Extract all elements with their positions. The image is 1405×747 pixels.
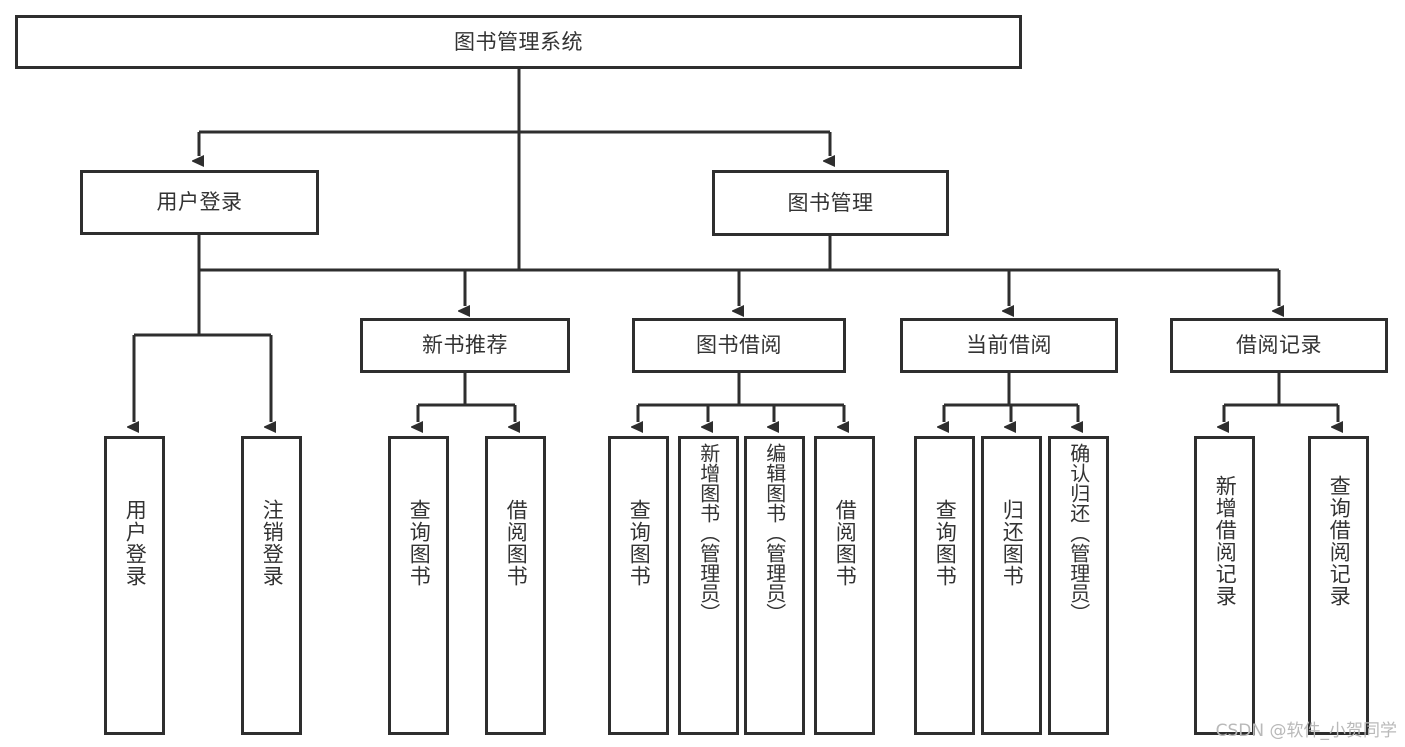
leaf-book-borrow-edit[interactable]: 编辑图书（管理员） — [744, 436, 805, 735]
leaf-user-login-logout-label: 注销登录 — [260, 499, 285, 587]
leaf-borrow-record-add[interactable]: 新增借阅记录 — [1194, 436, 1255, 735]
node-borrow-record-label: 借阅记录 — [1236, 333, 1322, 358]
leaf-user-login-login[interactable]: 用户登录 — [104, 436, 165, 735]
node-root-label: 图书管理系统 — [454, 29, 583, 54]
node-current-borrow[interactable]: 当前借阅 — [900, 318, 1118, 373]
leaf-book-borrow-add[interactable]: 新增图书（管理员） — [678, 436, 739, 735]
node-new-book-recommend[interactable]: 新书推荐 — [360, 318, 570, 373]
node-current-borrow-label: 当前借阅 — [966, 333, 1052, 358]
leaf-current-borrow-return[interactable]: 归还图书 — [981, 436, 1042, 735]
leaf-current-borrow-query-label: 查询图书 — [933, 499, 958, 587]
leaf-borrow-record-add-label: 新增借阅记录 — [1213, 475, 1238, 607]
leaf-current-borrow-confirm-label: 确认归还（管理员） — [1066, 443, 1091, 623]
node-book-manage-label: 图书管理 — [787, 190, 874, 215]
leaf-user-login-login-label: 用户登录 — [123, 499, 148, 587]
leaf-new-book-borrow[interactable]: 借阅图书 — [485, 436, 546, 735]
node-user-login[interactable]: 用户登录 — [80, 170, 319, 235]
leaf-book-borrow-add-label: 新增图书（管理员） — [696, 443, 721, 623]
watermark: CSDN @软件_小贺同学 — [1215, 721, 1397, 741]
node-borrow-record[interactable]: 借阅记录 — [1170, 318, 1388, 373]
node-book-borrow-label: 图书借阅 — [696, 333, 782, 358]
leaf-book-borrow-borrow[interactable]: 借阅图书 — [814, 436, 875, 735]
leaf-current-borrow-confirm[interactable]: 确认归还（管理员） — [1048, 436, 1109, 735]
leaf-book-borrow-query[interactable]: 查询图书 — [608, 436, 669, 735]
node-book-manage[interactable]: 图书管理 — [712, 170, 949, 236]
leaf-book-borrow-borrow-label: 借阅图书 — [833, 499, 858, 587]
leaf-new-book-borrow-label: 借阅图书 — [504, 499, 529, 587]
leaf-borrow-record-query[interactable]: 查询借阅记录 — [1308, 436, 1369, 735]
node-user-login-label: 用户登录 — [156, 190, 243, 215]
leaf-current-borrow-return-label: 归还图书 — [1000, 499, 1025, 587]
leaf-user-login-logout[interactable]: 注销登录 — [241, 436, 302, 735]
leaf-current-borrow-query[interactable]: 查询图书 — [914, 436, 975, 735]
leaf-book-borrow-edit-label: 编辑图书（管理员） — [762, 443, 787, 623]
leaf-book-borrow-query-label: 查询图书 — [627, 499, 652, 587]
leaf-new-book-query-label: 查询图书 — [407, 499, 432, 587]
leaf-new-book-query[interactable]: 查询图书 — [388, 436, 449, 735]
node-root[interactable]: 图书管理系统 — [15, 15, 1022, 69]
node-new-book-recommend-label: 新书推荐 — [422, 333, 508, 358]
node-book-borrow[interactable]: 图书借阅 — [632, 318, 846, 373]
leaf-borrow-record-query-label: 查询借阅记录 — [1327, 475, 1352, 607]
